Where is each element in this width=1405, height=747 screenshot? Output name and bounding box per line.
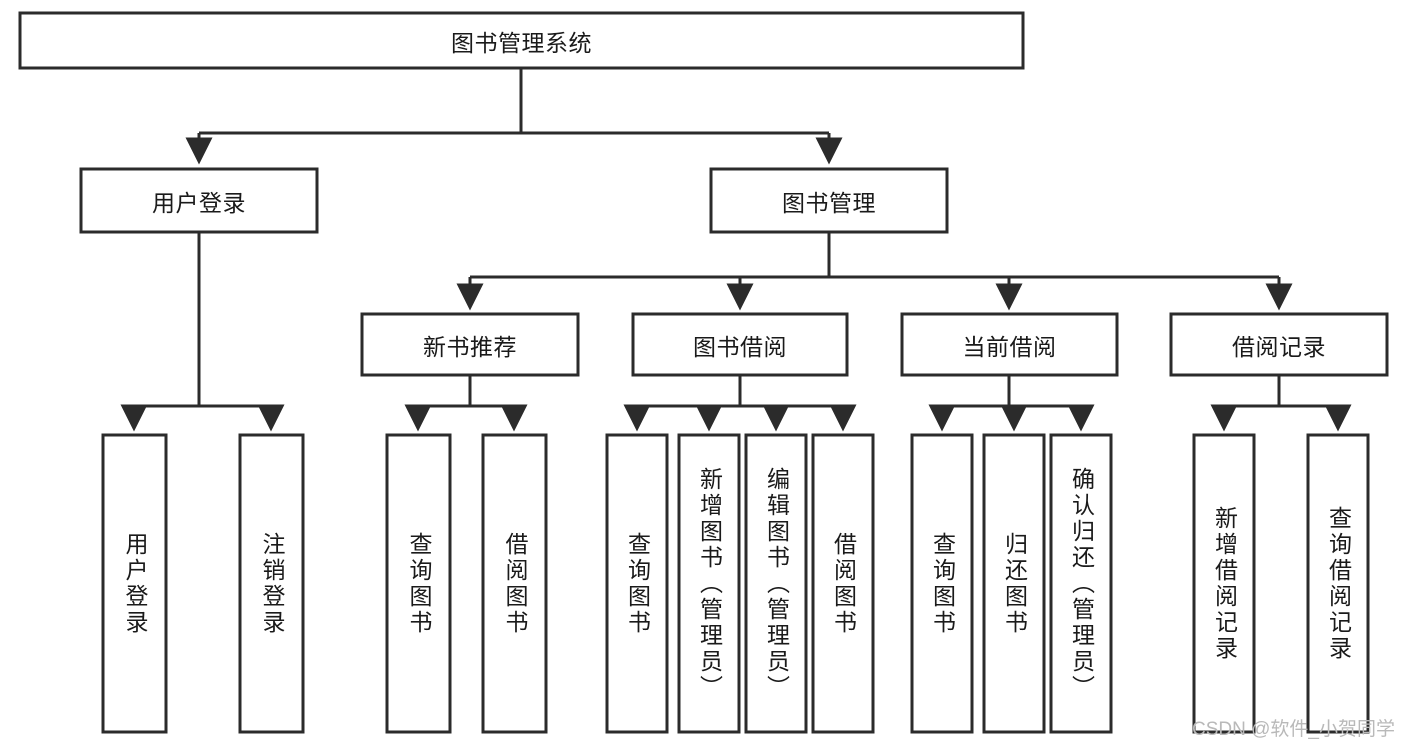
node-box-book-borrow[interactable] <box>631 312 849 377</box>
node-box-borrow-record[interactable] <box>1169 312 1389 377</box>
node-box-leaf-add-book-admin[interactable] <box>677 433 741 734</box>
node-box-leaf-query-book-current[interactable] <box>910 433 974 734</box>
node-box-user-login[interactable] <box>79 167 319 234</box>
node-box-leaf-borrow-book[interactable] <box>811 433 875 734</box>
node-box-leaf-edit-book-admin[interactable] <box>744 433 808 734</box>
node-rectangles <box>18 11 1389 734</box>
node-box-leaf-query-book-borrow[interactable] <box>605 433 669 734</box>
node-box-book-manage[interactable] <box>709 167 949 234</box>
node-box-leaf-user-logout[interactable] <box>238 433 305 734</box>
node-box-leaf-query-book-rec[interactable] <box>385 433 452 734</box>
node-box-leaf-borrow-book-rec[interactable] <box>481 433 548 734</box>
node-box-leaf-add-borrow-record[interactable] <box>1192 433 1256 734</box>
node-box-leaf-query-borrow-record[interactable] <box>1306 433 1370 734</box>
node-box-leaf-user-login[interactable] <box>101 433 168 734</box>
node-box-leaf-return-book[interactable] <box>982 433 1046 734</box>
node-box-leaf-confirm-return-admin[interactable] <box>1049 433 1113 734</box>
connector-lines <box>120 68 1352 432</box>
node-box-root[interactable] <box>18 11 1025 70</box>
node-box-current-borrow[interactable] <box>900 312 1119 377</box>
node-box-new-book-recommend[interactable] <box>360 312 580 377</box>
